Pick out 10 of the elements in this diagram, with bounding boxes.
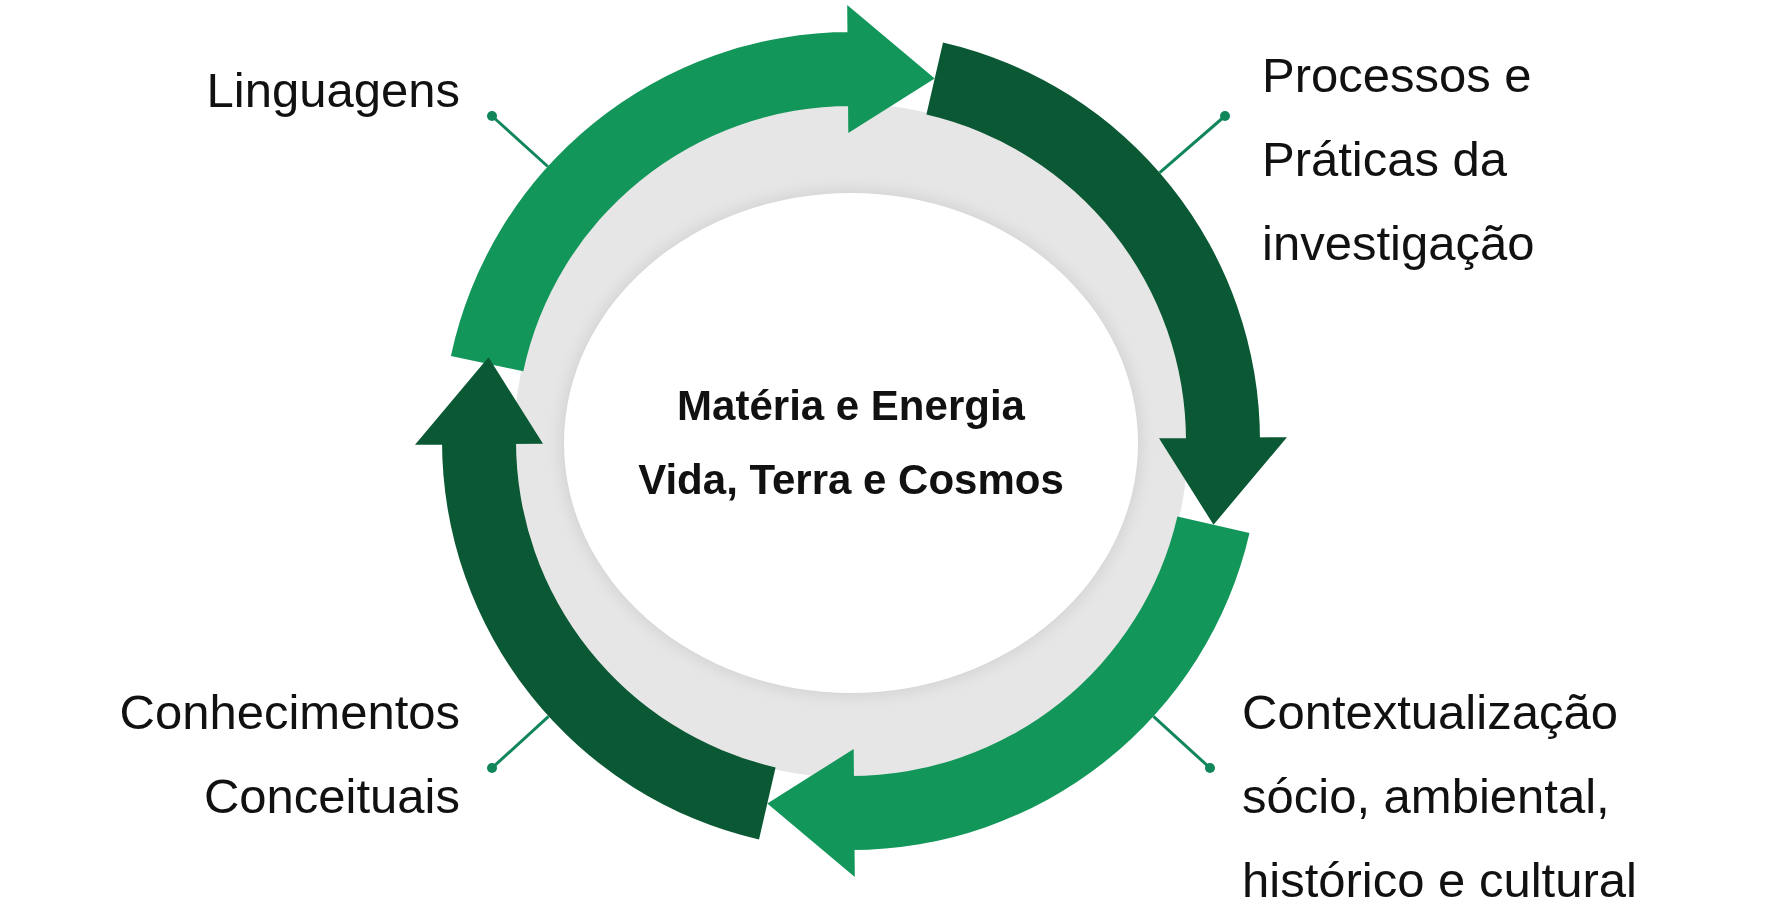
center-text: Vida, Terra e Cosmos xyxy=(638,455,1064,505)
leader-line xyxy=(1158,111,1230,174)
topic-label: Conhecimentos Conceituais xyxy=(40,670,500,838)
topic-label: Contextualização sócio, ambiental, histórico e cultural xyxy=(1208,670,1692,917)
topic-label: Processos e Práticas da investigação xyxy=(1223,33,1607,285)
center-text: Matéria e Energia xyxy=(677,381,1025,431)
leader-line xyxy=(487,715,550,773)
leader-line xyxy=(487,111,549,168)
topic-label: Linguagens xyxy=(40,48,500,132)
leader-line xyxy=(1152,715,1215,773)
